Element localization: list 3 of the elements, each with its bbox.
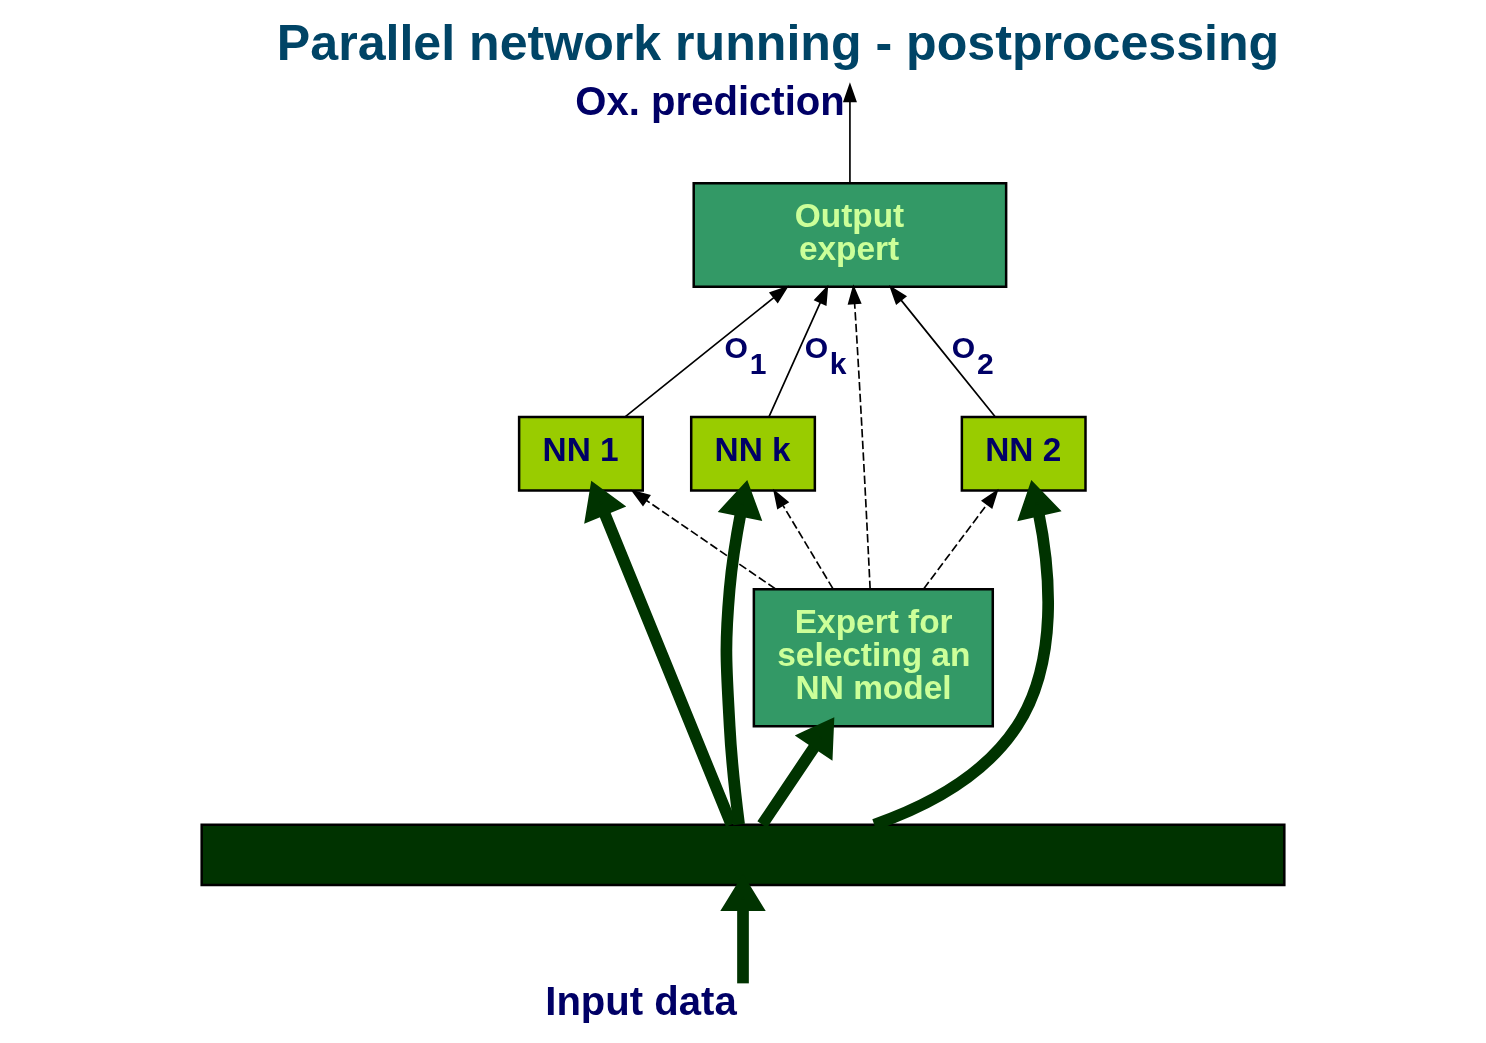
diagram-title: Parallel network running - postprocessing [276, 15, 1280, 72]
edge-label: Input data [545, 979, 737, 1024]
edge-label: Ox. prediction [575, 79, 845, 124]
